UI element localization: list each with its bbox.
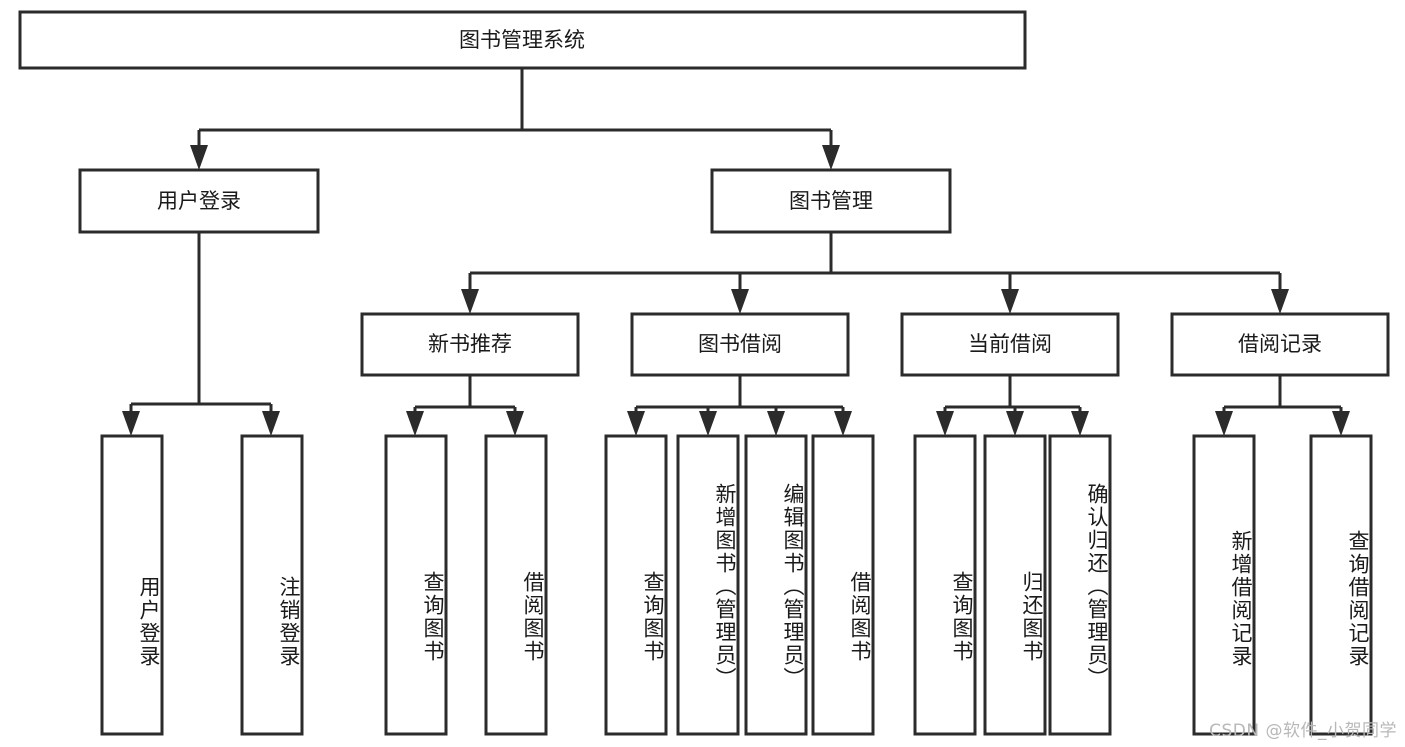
node-root-label: 图书管理系统 [459, 28, 585, 52]
node-user-login-label: 用户登录 [157, 189, 241, 213]
node-book-borrow-box[interactable] [630, 312, 850, 377]
leaf-box-logout[interactable] [240, 434, 304, 736]
arrowhead-currentborrow-leaf-3 [1071, 411, 1089, 436]
connector-bookborrow-bus [634, 375, 845, 417]
node-borrow-record-box[interactable] [1170, 312, 1390, 377]
connector-newbook-bus [413, 375, 517, 417]
connector-currentborrow-bus [943, 375, 1082, 417]
node-root[interactable]: 图书管理系统 [18, 10, 1027, 70]
leaf-box-edit-book-admin[interactable] [744, 434, 808, 736]
node-book-manage-label: 图书管理 [789, 189, 873, 213]
arrowhead-to-new-book [461, 289, 479, 314]
arrowhead-to-user-login-leaf [122, 411, 140, 436]
arrowhead-bookborrow-leaf-1 [627, 411, 645, 436]
arrowhead-to-user-login [190, 145, 208, 170]
arrowhead-bookborrow-leaf-3 [767, 411, 785, 436]
leaf-box-borrow-book[interactable] [811, 434, 875, 736]
arrowhead-bookborrow-leaf-4 [834, 411, 852, 436]
leaf-box-borrow-book-newrec[interactable] [484, 434, 548, 736]
node-book-manage-box[interactable] [710, 168, 952, 234]
arrowhead-to-borrow-record [1271, 289, 1289, 314]
leaf-box-query-book-newrec[interactable] [384, 434, 448, 736]
connector-userlogin-bus [129, 232, 273, 417]
node-current-borrow-box[interactable] [900, 312, 1120, 377]
arrowhead-newbook-leaf-1 [406, 411, 424, 436]
node-borrow-record[interactable]: 借阅记录 [1170, 312, 1390, 377]
node-current-borrow[interactable]: 当前借阅 [900, 312, 1120, 377]
arrowhead-to-book-borrow [731, 289, 749, 314]
csdn-watermark: CSDN @软件_小贺同学 [1209, 721, 1397, 741]
node-root-box[interactable] [18, 10, 1027, 70]
arrowhead-to-book-manage [822, 145, 840, 170]
connector-borrowrecord-bus [1222, 375, 1343, 417]
leaf-box-user-login[interactable] [100, 434, 164, 736]
leaf-box-add-borrow-record[interactable] [1192, 434, 1256, 736]
leaf-box-query-borrow-record[interactable] [1309, 434, 1373, 736]
arrowhead-to-current-borrow [1001, 289, 1019, 314]
node-new-book-recommend[interactable]: 新书推荐 [360, 312, 580, 377]
node-borrow-record-label: 借阅记录 [1238, 332, 1322, 356]
leaf-box-query-book-current[interactable] [913, 434, 977, 736]
node-user-login[interactable]: 用户登录 [78, 168, 320, 234]
arrowhead-bookborrow-leaf-2 [699, 411, 717, 436]
node-book-borrow-label: 图书借阅 [698, 332, 782, 356]
arrowhead-currentborrow-leaf-2 [1006, 411, 1024, 436]
leaf-box-return-book[interactable] [983, 434, 1047, 736]
arrowhead-borrowrecord-leaf-2 [1332, 411, 1350, 436]
node-new-book-recommend-label: 新书推荐 [428, 332, 512, 356]
arrowhead-borrowrecord-leaf-1 [1215, 411, 1233, 436]
node-new-book-recommend-box[interactable] [360, 312, 580, 377]
node-user-login-box[interactable] [78, 168, 320, 234]
node-book-manage[interactable]: 图书管理 [710, 168, 952, 234]
arrowhead-newbook-leaf-2 [506, 411, 524, 436]
leaf-box-group [100, 434, 1373, 736]
connector-group [122, 68, 1350, 436]
leaf-box-query-book-borrow[interactable] [604, 434, 668, 736]
leaf-box-confirm-return-admin[interactable] [1048, 434, 1112, 736]
connector-root-to-level2 [197, 68, 833, 152]
leaf-box-add-book-admin[interactable] [676, 434, 740, 736]
node-book-borrow[interactable]: 图书借阅 [630, 312, 850, 377]
connector-bookmanage-bus [468, 232, 1282, 293]
node-current-borrow-label: 当前借阅 [968, 332, 1052, 356]
arrowhead-currentborrow-leaf-1 [936, 411, 954, 436]
arrowhead-to-logout-leaf [262, 411, 280, 436]
